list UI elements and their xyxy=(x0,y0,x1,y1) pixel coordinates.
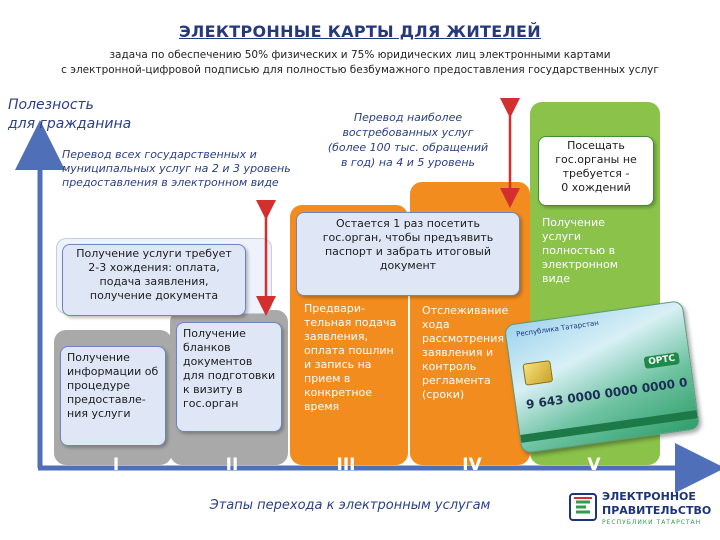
note-left-line-1: Перевод всех государственных и xyxy=(62,148,257,161)
note-left: Перевод всех государственных и муниципал… xyxy=(62,148,312,190)
y-axis-label-line-1: Полезность xyxy=(8,97,94,113)
x-axis-label: Этапы перехода к электронным услугам xyxy=(209,498,491,513)
stage-4-numeral: IV xyxy=(462,455,482,475)
stage-4-line: заявления и xyxy=(422,346,494,359)
note-right-line-2: востребованных услуг xyxy=(342,126,474,139)
e-government-logo: ЭЛЕКТРОННОЕ ПРАВИТЕЛЬСТВО РЕСПУБЛИКИ ТАТ… xyxy=(568,488,718,536)
page-title: ЭЛЕКТРОННЫЕ КАРТЫ ДЛЯ ЖИТЕЛЕЙ xyxy=(179,22,541,41)
stage-3-line: Предвари- xyxy=(304,302,365,315)
callout-3-line: требуется - xyxy=(562,167,630,180)
y-axis-label-line-2: для гражданина xyxy=(8,116,132,132)
stage-5-text: Получение услуги полностью в электронном… xyxy=(542,216,652,286)
stage-2-line: для подготовки xyxy=(183,369,276,382)
note-right-line-3: (более 100 тыс. обращений xyxy=(327,141,489,154)
logo-line-2: ПРАВИТЕЛЬСТВО xyxy=(602,504,712,517)
stage-4-line: регламента xyxy=(422,374,491,387)
note-right-line-1: Перевод наиболее xyxy=(353,111,463,124)
stage-3-line: оплата пошлин xyxy=(304,344,394,357)
stage-2-line: документов xyxy=(183,355,253,368)
electronic-card: Республика Татарстан ОРТС 9 643 0000 000… xyxy=(503,300,701,454)
note-left-line-3: предоставления в электронном виде xyxy=(62,176,279,189)
stage-4-text: Отслеживание хода рассмотрения заявления… xyxy=(422,304,526,402)
callout-1-line: подача заявления, xyxy=(99,275,209,288)
stage-1-numeral: I xyxy=(112,455,120,475)
callout-3-line: Посещать xyxy=(567,139,625,152)
note-left-line-2: муниципальных услуг на 2 и 3 уровень xyxy=(62,162,291,175)
callout-1-line: 2-3 хождения: оплата, xyxy=(88,261,220,274)
subtitle-line-2: с электронной-цифровой подписью для полн… xyxy=(61,64,659,76)
stage-5-numeral: V xyxy=(587,455,601,475)
stage-3-line: конкретное xyxy=(304,386,373,399)
stage-2-line: к визиту в xyxy=(183,383,243,396)
stage-3-line: заявления, xyxy=(304,330,368,343)
stage-2-line: Получение xyxy=(183,327,246,340)
stage-5-line: электронном xyxy=(542,258,619,271)
logo-line-3: РЕСПУБЛИКИ ТАТАРСТАН xyxy=(602,519,702,526)
callout-2-line: паспорт и забрать итоговый xyxy=(324,245,492,258)
stage-2-numeral: II xyxy=(225,455,239,475)
stage-3-line: и запись на xyxy=(304,358,372,371)
callout-3-line: 0 хождений xyxy=(561,181,631,194)
stage-3-line: тельная подача xyxy=(304,316,397,329)
y-axis-label: Полезность для гражданина xyxy=(8,96,131,134)
stage-2-line: гос.орган xyxy=(183,397,239,410)
stage-4-line: Отслеживание xyxy=(422,304,509,317)
stage-3-text: Предвари- тельная подача заявления, опла… xyxy=(304,302,404,414)
callout-2-line: Остается 1 раз посетить xyxy=(336,217,480,230)
stage-5-line: услуги xyxy=(542,230,582,243)
logo-line-1: ЭЛЕКТРОННОЕ xyxy=(602,490,696,503)
callout-2-line: документ xyxy=(379,259,437,272)
stage-3-line: время xyxy=(304,400,340,413)
callout-visits-2-3: Получение услуги требует 2-3 хождения: о… xyxy=(62,244,246,316)
note-right: Перевод наиболее востребованных услуг (б… xyxy=(318,110,498,170)
card-chip xyxy=(522,360,554,386)
stage-4-line: контроль xyxy=(422,360,477,373)
card-brand: ОРТС xyxy=(643,352,680,369)
callout-2-line: гос.орган, чтобы предъявить xyxy=(322,231,494,244)
stage-1-box: Получение информации об процедуре предос… xyxy=(60,346,166,446)
callout-visit-1: Остается 1 раз посетить гос.орган, чтобы… xyxy=(296,212,520,296)
stage-4-line: рассмотрения xyxy=(422,332,504,345)
card-header-text: Республика Татарстан xyxy=(515,318,600,339)
subtitle-line-1: задача по обеспечению 50% физических и 7… xyxy=(109,49,611,61)
stage-4-line: хода xyxy=(422,318,450,331)
stage-3-line: прием в xyxy=(304,372,351,385)
note-right-line-4: в год) на 4 и 5 уровень xyxy=(340,156,476,169)
stage-1-line: ния услуги xyxy=(67,407,131,420)
callout-visits-0: Посещать гос.органы не требуется - 0 хож… xyxy=(538,136,654,206)
stage-5-line: виде xyxy=(542,272,571,285)
stage-3-numeral: III xyxy=(336,455,356,475)
stage-1-line: информации об xyxy=(67,365,159,378)
stage-1-line: процедуре xyxy=(67,379,131,392)
stage-2-box: Получение бланков документов для подгото… xyxy=(176,322,282,432)
stage-1-line: предоставле- xyxy=(67,393,146,406)
callout-3-line: гос.органы не xyxy=(555,153,637,166)
callout-1-line: Получение услуги требует xyxy=(76,247,232,260)
stage-5-line: Получение xyxy=(542,216,605,229)
stage-1-line: Получение xyxy=(67,351,130,364)
stage-4-line: (сроки) xyxy=(422,388,465,401)
e-gov-emblem-icon xyxy=(569,493,597,521)
page-subtitle: задача по обеспечению 50% физических и 7… xyxy=(10,48,710,78)
stage-2-line: бланков xyxy=(183,341,231,354)
callout-1-line: получение документа xyxy=(89,289,219,302)
stage-5-line: полностью в xyxy=(542,244,616,257)
